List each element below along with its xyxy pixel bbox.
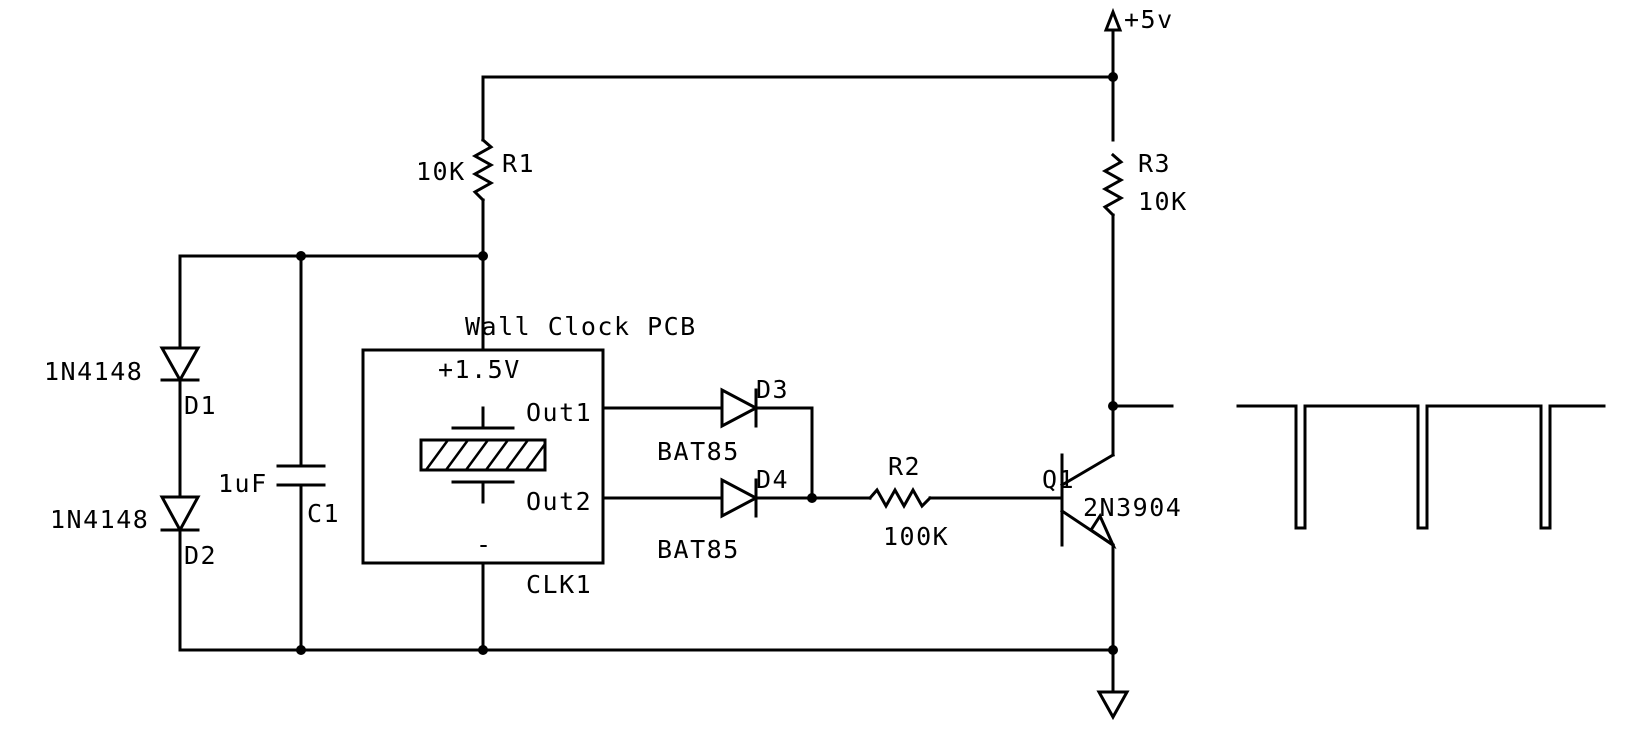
clk1-pin-neg: - (476, 530, 493, 559)
clk1-ref: CLK1 (526, 570, 592, 599)
d2-part: 1N4148 (50, 505, 149, 534)
diode-d2 (159, 495, 201, 534)
resistor-r3 (1101, 152, 1125, 218)
wires (178, 28, 1174, 694)
ground-icon (1096, 690, 1130, 721)
d3-ref: D3 (756, 375, 789, 404)
d1-part: 1N4148 (44, 357, 143, 386)
resistor-r1 (471, 137, 495, 203)
supply-arrow-icon (1103, 7, 1123, 32)
clk1-out1: Out1 (526, 398, 592, 427)
supply-label: +5v (1124, 5, 1174, 34)
d3-part: BAT85 (657, 437, 740, 466)
r3-value: 10K (1138, 187, 1188, 216)
diode-d1 (159, 346, 201, 384)
c1-value: 1uF (218, 469, 268, 498)
r1-ref: R1 (502, 149, 535, 178)
output-waveform (1236, 404, 1606, 530)
c1-ref: C1 (307, 499, 340, 528)
clk1-out2: Out2 (526, 487, 592, 516)
r2-value: 100K (883, 522, 949, 551)
emitter-arrow-icon (1088, 512, 1117, 550)
q1-part: 2N3904 (1083, 493, 1182, 522)
wall-clock-pcb (361, 348, 605, 565)
d4-part: BAT85 (657, 535, 740, 564)
junction-dots (296, 72, 1118, 655)
diode-d4 (720, 477, 760, 519)
clk1-title: Wall Clock PCB (465, 312, 697, 341)
resistor-r2 (867, 486, 933, 510)
diode-d3 (720, 387, 760, 429)
d4-ref: D4 (756, 465, 789, 494)
clk1-pin-pos: +1.5V (438, 355, 521, 384)
r2-ref: R2 (888, 452, 921, 481)
capacitor-c1 (276, 464, 326, 487)
r1-value: 10K (416, 157, 466, 186)
crystal-icon (419, 438, 547, 472)
d1-ref: D1 (184, 391, 217, 420)
r3-ref: R3 (1138, 149, 1171, 178)
transistor-q1 (1059, 452, 1117, 550)
q1-ref: Q1 (1042, 465, 1075, 494)
d2-ref: D2 (184, 541, 217, 570)
